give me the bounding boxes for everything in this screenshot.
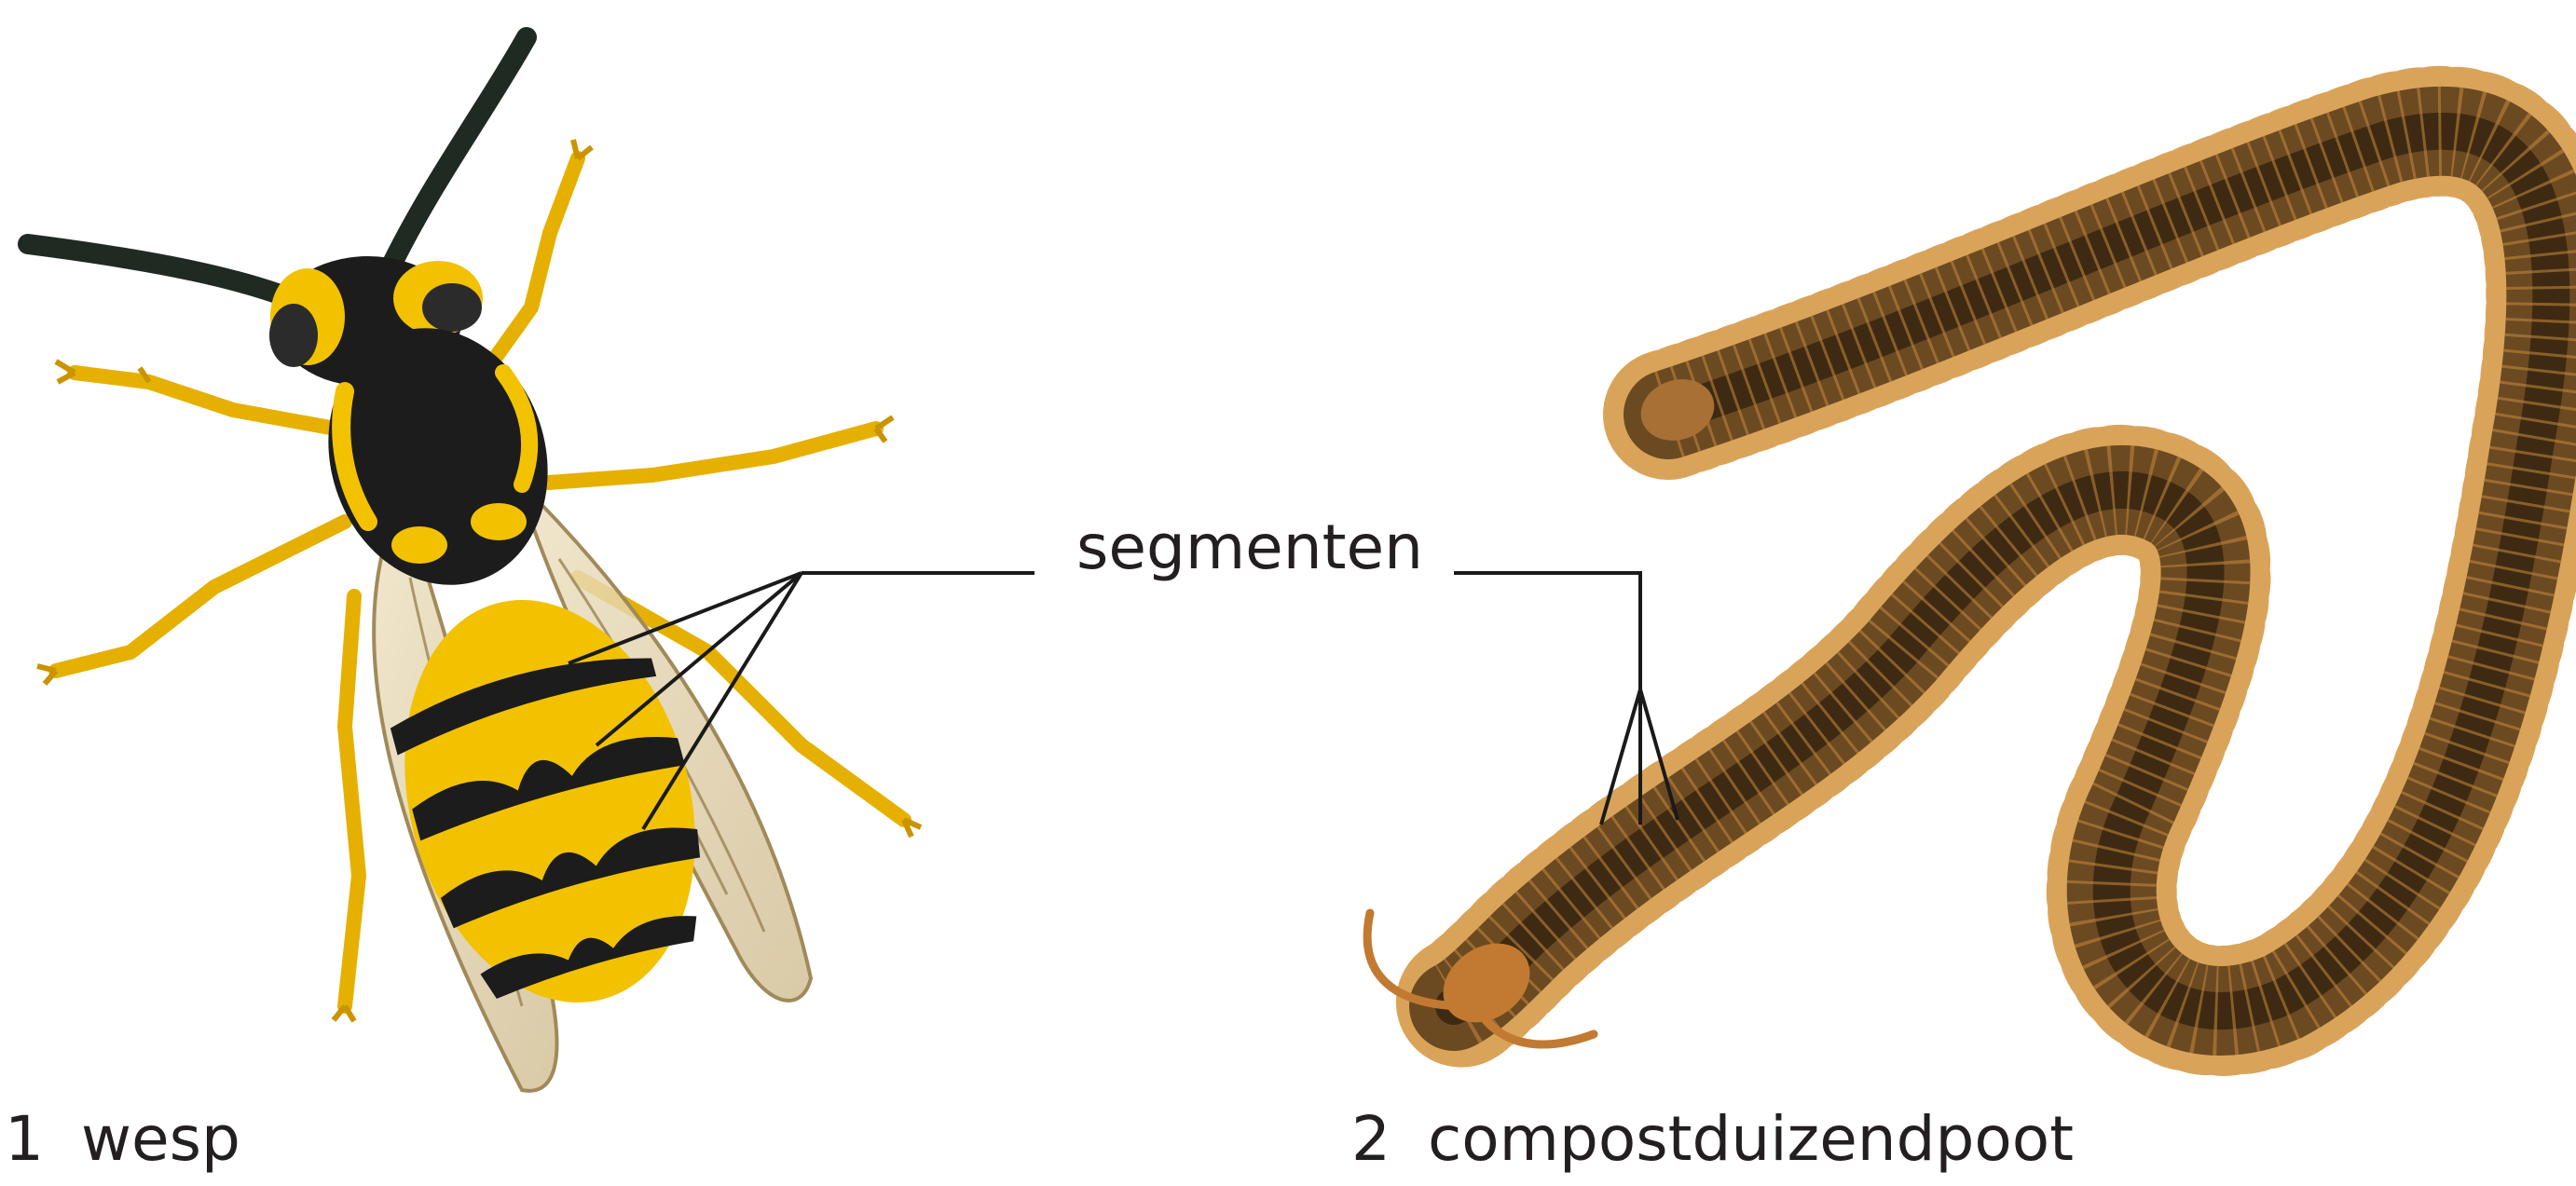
centipede-illustration (1367, 131, 2551, 1044)
caption-wasp-name: wesp (81, 1103, 240, 1175)
wasp-illustration (28, 37, 921, 1091)
caption-centipede-name: compostduizendpoot (1428, 1103, 2074, 1175)
caption-centipede-number: 2 (1351, 1103, 1391, 1175)
caption-wasp-number: 1 (5, 1103, 44, 1175)
segment-label: segmenten (1076, 517, 1423, 579)
